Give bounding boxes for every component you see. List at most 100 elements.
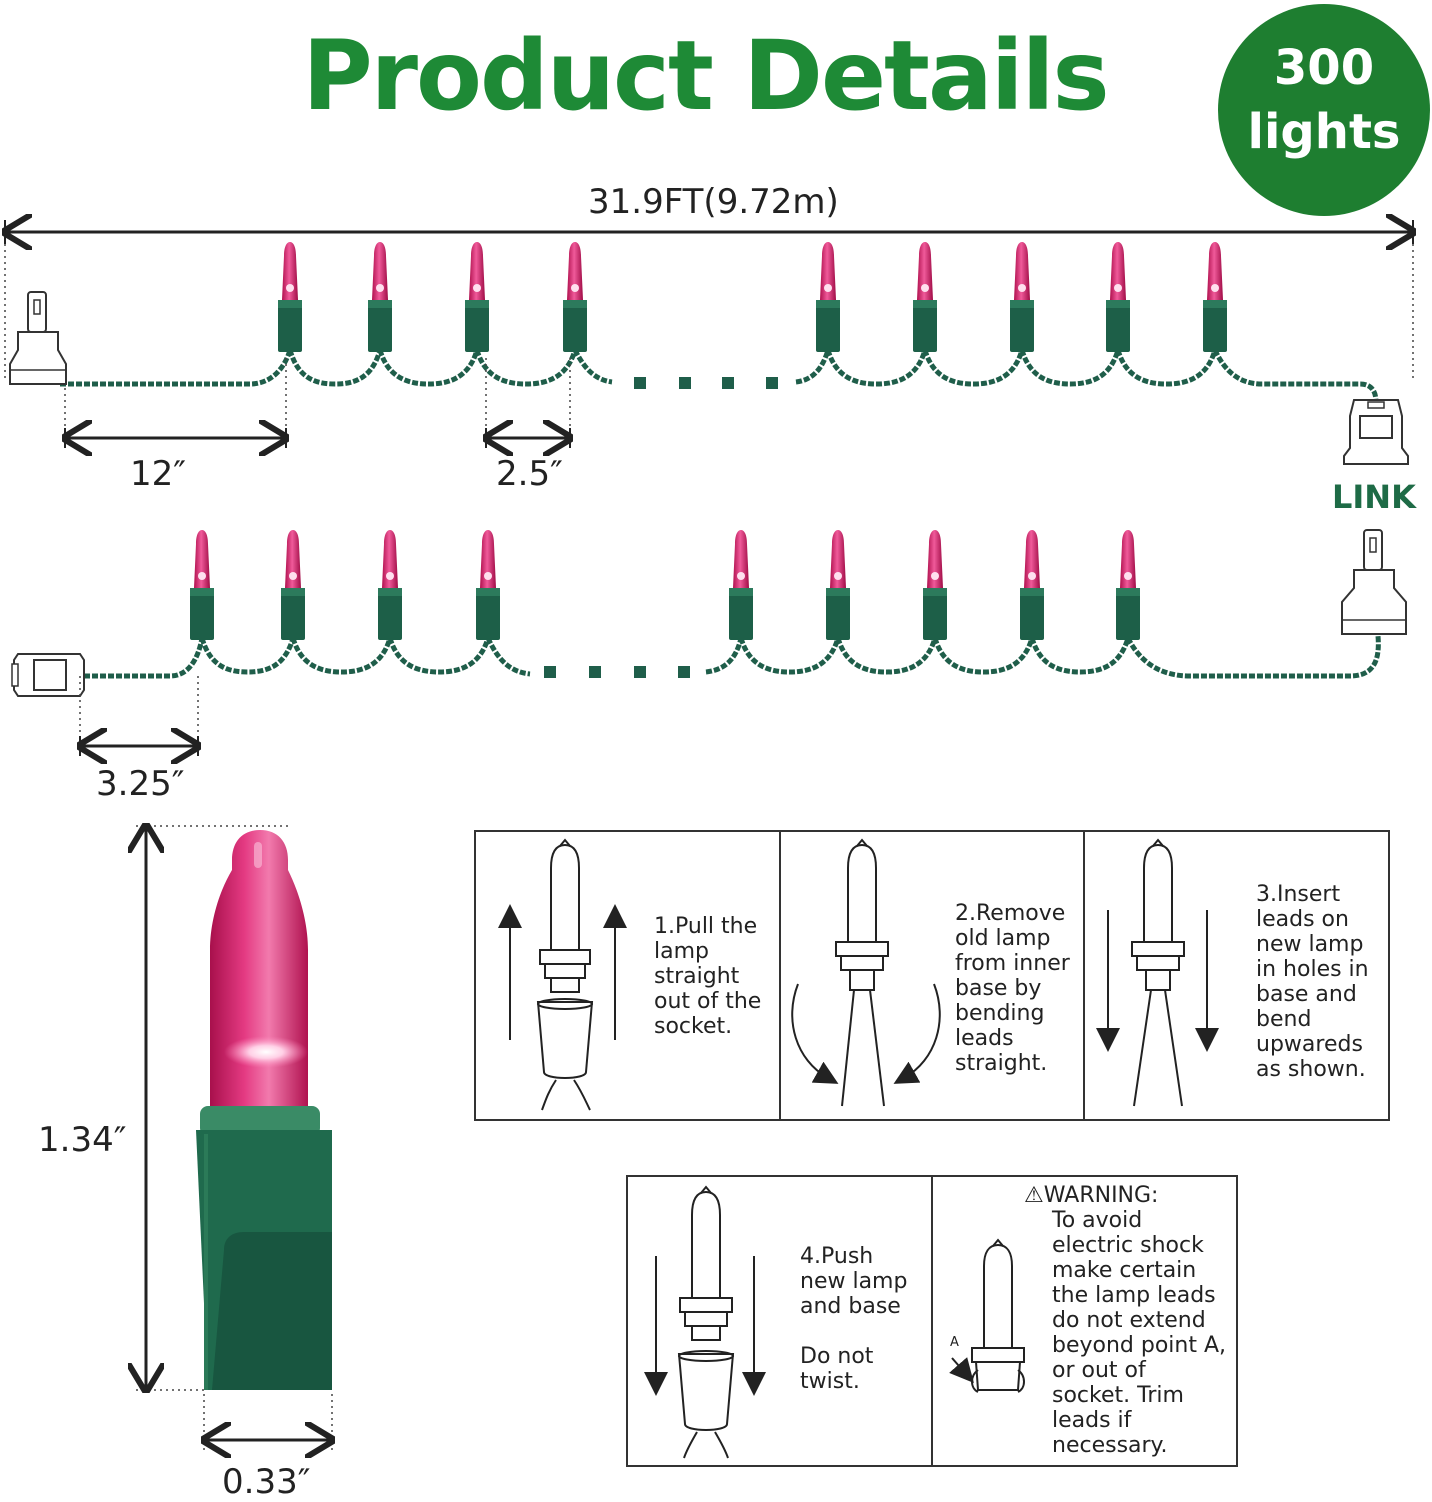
warning-line: necessary.: [1052, 1433, 1168, 1458]
warning-line: electric shock: [1052, 1233, 1204, 1258]
lead-length-label: 12″: [130, 454, 186, 494]
step-1-text: 1.Pull the lamp straight out of the sock…: [654, 914, 761, 1039]
step-line: bend: [1256, 1007, 1312, 1032]
total-length-dimension: [5, 220, 1413, 380]
light-string-row-1: [60, 242, 1379, 403]
mini-bulb: [1106, 242, 1130, 352]
step-line: bending: [955, 1001, 1045, 1026]
mini-bulb: [465, 242, 489, 352]
wire-segment: [1019, 349, 1121, 387]
continuation-dot: [634, 377, 646, 389]
mini-bulb: [278, 242, 302, 352]
link-label: LINK: [1332, 478, 1416, 516]
wire-segment: [922, 349, 1025, 387]
step-line: as shown.: [1256, 1057, 1366, 1082]
mini-bulb: [476, 530, 500, 640]
mini-bulb: [923, 530, 947, 640]
mini-bulb: [816, 242, 840, 352]
light-count-badge: 300 lights: [1218, 4, 1430, 216]
step-line: straight.: [955, 1051, 1048, 1076]
warning-line: To avoid: [1052, 1208, 1143, 1233]
page-title: Product Details: [302, 20, 1109, 132]
continuation-dot: [544, 666, 556, 678]
bulb-spacing-dimension: [486, 358, 570, 448]
step-line: lamp: [654, 939, 709, 964]
mini-bulb: [913, 242, 937, 352]
instruction-panel-bottom: [626, 1175, 1238, 1467]
step-line: twist.: [800, 1369, 860, 1394]
mini-bulb: [368, 242, 392, 352]
bulb-width-dimension: [204, 1394, 332, 1454]
point-a-label: A: [950, 1335, 959, 1350]
lead-dimension-12: [65, 358, 286, 448]
step-4-text: 4.Push new lamp and base Do not twist.: [800, 1244, 907, 1394]
warning-line: or out of: [1052, 1358, 1146, 1383]
warning-line: socket. Trim: [1052, 1383, 1184, 1408]
step-line: out of the: [654, 989, 762, 1014]
step-1-illustration: [498, 838, 627, 1111]
mini-bulb: [1116, 530, 1140, 640]
mini-bulb: [281, 530, 305, 640]
mini-bulb: [1203, 242, 1227, 352]
mini-bulb: [563, 242, 587, 352]
step-2-illustration: [791, 838, 941, 1107]
light-count-unit: lights: [1247, 104, 1401, 160]
wire-segment: [287, 349, 383, 387]
step-3-illustration: [1096, 838, 1219, 1107]
continuation-dot: [589, 666, 601, 678]
step-4-illustration: [644, 1185, 766, 1459]
warning-line: leads if: [1052, 1408, 1132, 1433]
step-line: leads on: [1256, 907, 1349, 932]
bulb-closeup: [196, 830, 332, 1390]
wire-segment: [1115, 349, 1218, 387]
male-plug-right-icon: [1341, 529, 1407, 635]
step-line: old lamp: [955, 926, 1051, 951]
end-lead-label: 3.25″: [96, 764, 185, 804]
step-line: 3.Insert: [1256, 882, 1341, 907]
step-line: 4.Push: [800, 1244, 874, 1269]
bulb-width-label: 0.33″: [222, 1462, 311, 1502]
step-line: straight: [654, 964, 740, 989]
warning-body: To avoid electric shock make certain the…: [1024, 1208, 1226, 1458]
warning-line: do not extend: [1052, 1308, 1206, 1333]
step-line: [800, 1319, 907, 1344]
wire-segment: [1029, 637, 1131, 675]
wire-segment: [825, 349, 928, 387]
step-line: new lamp: [800, 1269, 908, 1294]
light-count: 300: [1273, 40, 1375, 96]
continuation-dot: [722, 377, 734, 389]
warning-heading: ⚠WARNING:: [1024, 1183, 1159, 1208]
step-line: 1.Pull the: [654, 914, 758, 939]
light-string-row-2: [84, 530, 1381, 679]
total-length-label: 31.9FT(9.72m): [588, 182, 839, 222]
warning-line: beyond point A,: [1052, 1333, 1227, 1358]
step-line: 2.Remove: [955, 901, 1066, 926]
mini-bulb: [190, 530, 214, 640]
bulb-height-dimension: [136, 826, 290, 1390]
wire-segment: [474, 349, 578, 387]
end-lead-dimension: [80, 676, 198, 756]
warning-text: ⚠WARNING: To avoid electric shock make c…: [1024, 1183, 1226, 1458]
wire-segment: [290, 637, 393, 675]
female-socket-left-icon: [11, 653, 85, 697]
step-line: from inner: [955, 951, 1070, 976]
mini-bulb: [1020, 530, 1044, 640]
mini-bulb: [826, 530, 850, 640]
wire-segment: [377, 349, 480, 387]
bulb-spacing-label: 2.5″: [496, 454, 563, 494]
step-line: base by: [955, 976, 1042, 1001]
mini-bulb: [729, 530, 753, 640]
continuation-dot: [678, 666, 690, 678]
step-line: and base: [800, 1294, 901, 1319]
male-plug-icon: [9, 291, 67, 385]
wire-segment: [932, 637, 1035, 675]
mini-bulb: [1010, 242, 1034, 352]
step-line: Do not: [800, 1344, 874, 1369]
instruction-panel-top: [474, 830, 1390, 1121]
continuation-dot: [634, 666, 646, 678]
wire-segment: [387, 637, 491, 675]
step-line: in holes in: [1256, 957, 1369, 982]
mini-bulb: [378, 530, 402, 640]
step-2-text: 2.Remove old lamp from inner base by ben…: [955, 901, 1070, 1076]
